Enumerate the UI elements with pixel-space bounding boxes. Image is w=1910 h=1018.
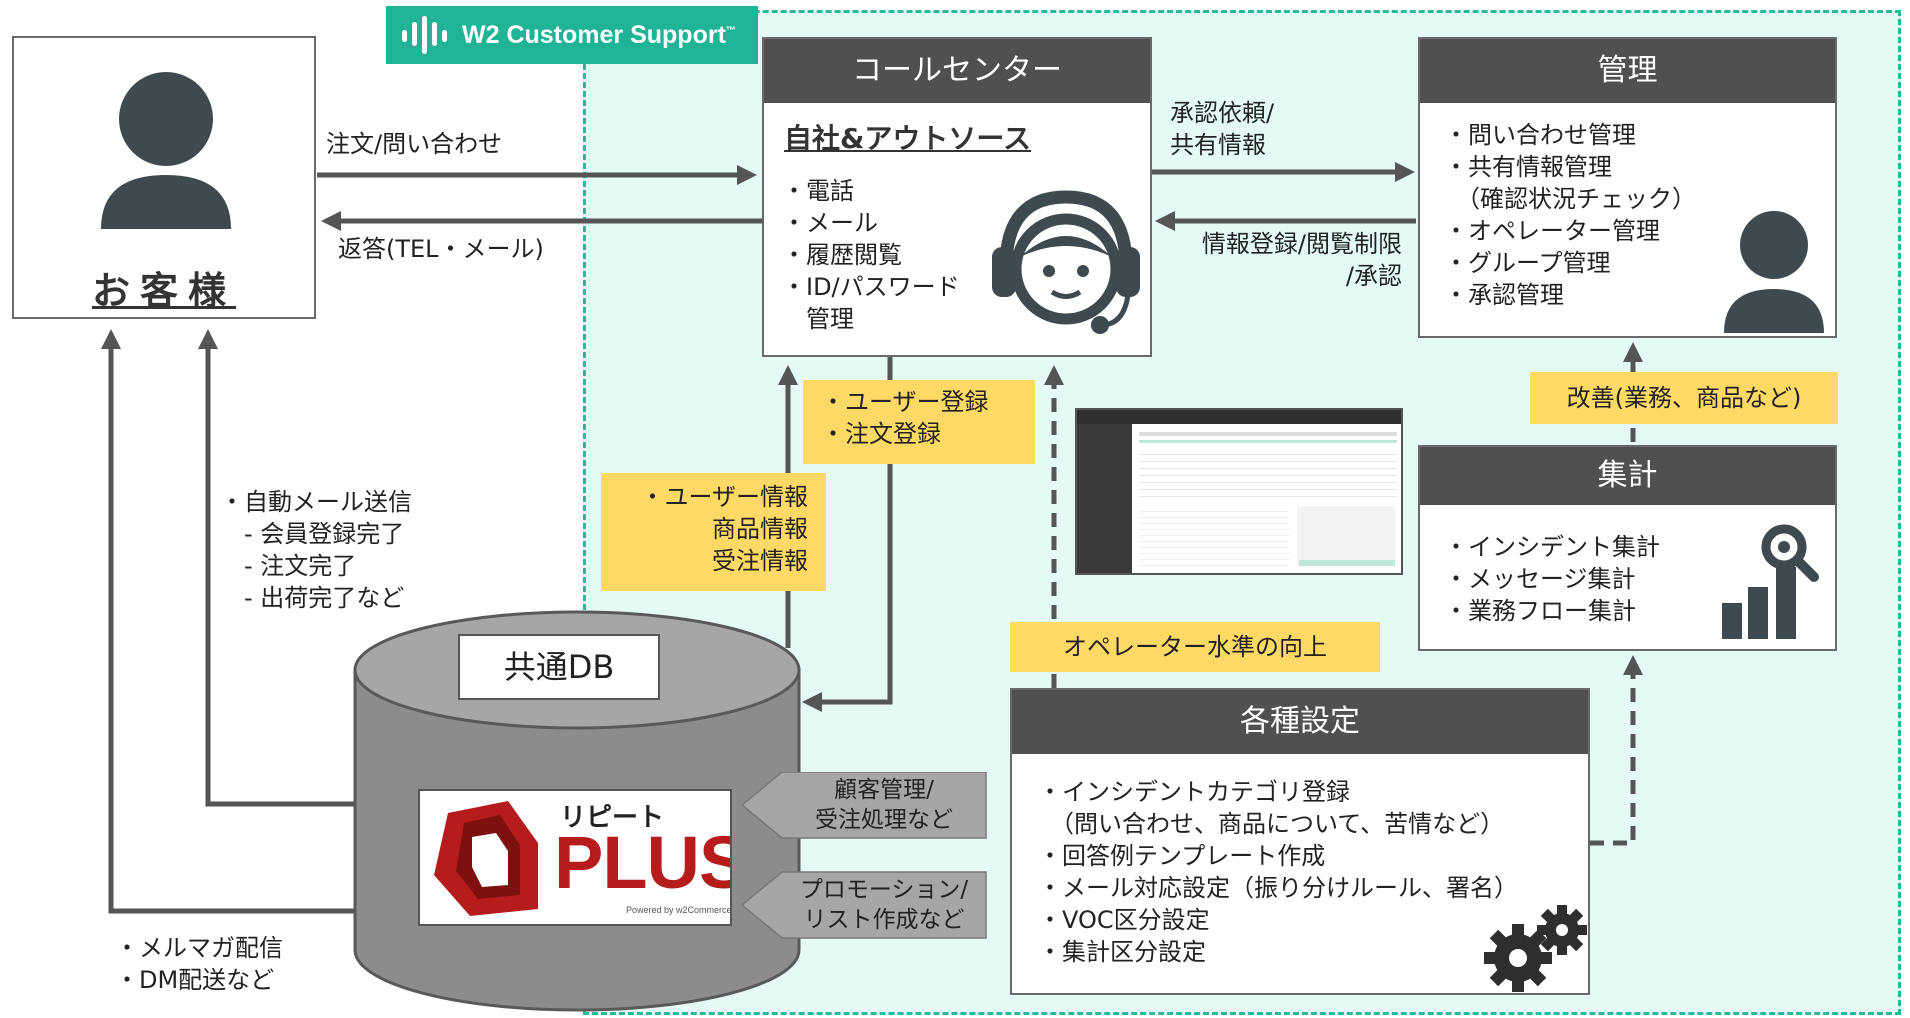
settings-item: ・メール対応設定（振り分けルール、署名） xyxy=(1038,874,1518,902)
yellow-operator: オペレーター水準の向上 xyxy=(1010,622,1380,672)
arrow-settings-to-aggregate xyxy=(1590,655,1643,846)
tag-promotion: プロモーション/ リスト作成など xyxy=(782,875,986,935)
aggregate-title: 集計 xyxy=(1420,447,1835,505)
brand-name: W2 Customer Support™ xyxy=(462,20,736,49)
label-mailmag-line: ・メルマガ配信 xyxy=(115,934,283,962)
arrow-mailmag xyxy=(101,329,418,914)
callcenter-items: ・電話 ・メール ・履歴閲覧 ・ID/パスワード 管理 xyxy=(782,175,960,335)
callcenter-item: ・電話 xyxy=(782,177,854,205)
aggregate-box: 集計 ・インシデント集計 ・メッセージ集計 ・業務フロー集計 xyxy=(1418,445,1837,651)
db-label: 共通DB xyxy=(458,634,660,700)
management-box: 管理 ・問い合わせ管理 ・共有情報管理 （確認状況チェック） ・オペレーター管理… xyxy=(1418,37,1837,338)
callcenter-item: ・メール xyxy=(782,209,878,237)
tag-promotion-line: リスト作成など xyxy=(803,907,965,933)
settings-item: ・インシデントカテゴリ登録 xyxy=(1038,778,1350,806)
yellow-user-order-line: ・ユーザー登録 xyxy=(821,388,989,416)
repeat-plus-top: リピート xyxy=(560,803,665,833)
aggregate-items: ・インシデント集計 ・メッセージ集計 ・業務フロー集計 xyxy=(1444,531,1660,627)
tag-promotion-line: プロモーション/ xyxy=(799,877,969,903)
yellow-info: ・ユーザー情報 商品情報 受注情報 xyxy=(601,473,826,591)
aggregate-item: ・メッセージ集計 xyxy=(1444,565,1636,593)
label-mailmag: ・メルマガ配信 ・DM配送など xyxy=(115,932,283,996)
settings-item: ・集計区分設定 xyxy=(1038,938,1206,966)
aggregate-item: ・業務フロー集計 xyxy=(1444,597,1636,625)
callcenter-item: ・履歴閲覧 xyxy=(782,241,902,269)
thumb-sidebar xyxy=(1077,424,1132,573)
settings-box: 各種設定 ・インシデントカテゴリ登録 （問い合わせ、商品について、苦情など） ・… xyxy=(1010,688,1590,995)
callcenter-box: コールセンター 自社&アウトソース ・電話 ・メール ・履歴閲覧 ・ID/パスワ… xyxy=(762,37,1152,357)
label-order-inquiry: 注文/問い合わせ xyxy=(326,130,503,158)
yellow-info-line: 受注情報 xyxy=(712,547,808,575)
tag-customer-mgmt: 顧客管理/ 受注処理など xyxy=(782,775,986,835)
label-auto-mail-line: - 出荷完了など xyxy=(220,584,405,612)
gears-icon xyxy=(1484,905,1587,992)
admin-person-icon xyxy=(1724,211,1824,333)
headset-operator-icon xyxy=(992,190,1140,334)
management-items: ・問い合わせ管理 ・共有情報管理 （確認状況チェック） ・オペレーター管理 ・グ… xyxy=(1444,119,1696,311)
customer-title: お客様 xyxy=(91,269,236,313)
label-auto-mail-line: - 注文完了 xyxy=(220,552,357,580)
arrow-auto-mail xyxy=(198,329,418,807)
label-auto-mail: ・自動メール送信 - 会員登録完了 - 注文完了 - 出荷完了など xyxy=(220,486,412,614)
label-approval-request-line: 共有情報 xyxy=(1170,131,1266,159)
tag-customer-mgmt-line: 顧客管理/ xyxy=(834,777,934,803)
label-mailmag-line: ・DM配送など xyxy=(115,966,275,994)
settings-items: ・インシデントカテゴリ登録 （問い合わせ、商品について、苦情など） ・回答例テン… xyxy=(1038,776,1518,968)
management-item: ・オペレーター管理 xyxy=(1444,217,1660,245)
management-item: ・共有情報管理 xyxy=(1444,153,1612,181)
callcenter-item: 管理 xyxy=(782,305,854,333)
label-reply: 返答(TEL・メール) xyxy=(338,235,544,263)
callcenter-title: コールセンター xyxy=(764,39,1150,103)
yellow-info-line: ・ユーザー情報 xyxy=(640,483,808,511)
management-item: ・承認管理 xyxy=(1444,281,1564,309)
yellow-info-line: 商品情報 xyxy=(712,515,808,543)
management-item: ・グループ管理 xyxy=(1444,249,1611,277)
yellow-user-order: ・ユーザー登録 ・注文登録 xyxy=(803,380,1035,464)
label-info-register-line: /承認 xyxy=(1345,262,1402,290)
settings-item: ・VOC区分設定 xyxy=(1038,906,1210,934)
yellow-user-order-line: ・注文登録 xyxy=(821,420,941,448)
repeat-plus-mark-icon xyxy=(434,801,538,916)
brand-logo: W2 Customer Support™ xyxy=(386,6,758,64)
customer-box: お客様 xyxy=(12,36,316,319)
app-screenshot-thumbnail xyxy=(1075,408,1403,575)
label-auto-mail-line: - 会員登録完了 xyxy=(220,520,405,548)
settings-item: （問い合わせ、商品について、苦情など） xyxy=(1038,810,1505,838)
label-info-register-line: 情報登録/閲覧制限 xyxy=(1201,230,1402,258)
tag-customer-mgmt-line: 受注処理など xyxy=(815,807,953,833)
management-title: 管理 xyxy=(1420,39,1835,103)
customer-person-icon xyxy=(101,72,231,229)
tag-shapes xyxy=(742,772,987,939)
management-item: （確認状況チェック） xyxy=(1444,185,1696,213)
callcenter-item: ・ID/パスワード xyxy=(782,273,960,301)
repeat-plus-main: PLUS xyxy=(554,821,732,904)
label-info-register: 情報登録/閲覧制限 /承認 xyxy=(1170,228,1402,292)
management-item: ・問い合わせ管理 xyxy=(1444,121,1636,149)
settings-title: 各種設定 xyxy=(1012,690,1588,754)
repeat-plus-powered: Powered by w2Commerce xyxy=(626,905,732,915)
callcenter-subtitle: 自社&アウトソース xyxy=(784,122,1032,155)
repeat-plus-logo: リピート PLUS Powered by w2Commerce xyxy=(418,789,732,926)
thumb-titlebar xyxy=(1077,410,1401,424)
settings-item: ・回答例テンプレート作成 xyxy=(1038,842,1326,870)
label-auto-mail-line: ・自動メール送信 xyxy=(220,488,412,516)
aggregate-item: ・インシデント集計 xyxy=(1444,533,1660,561)
analytics-chart-icon xyxy=(1722,524,1819,639)
yellow-improvement: 改善(業務、商品など) xyxy=(1530,372,1838,424)
brand-logo-icon xyxy=(402,16,447,54)
arrow-callcenter-to-db xyxy=(802,357,893,712)
label-approval-request: 承認依頼/ 共有情報 xyxy=(1170,97,1274,161)
thumb-table xyxy=(1139,448,1397,498)
label-approval-request-line: 承認依頼/ xyxy=(1170,99,1275,127)
